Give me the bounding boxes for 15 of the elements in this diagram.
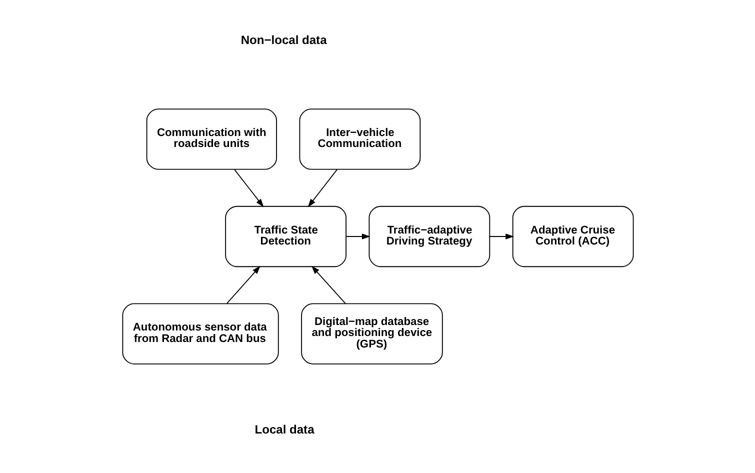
arrow — [488, 234, 514, 240]
node-box: Traffic State Detection — [224, 206, 346, 268]
node-box: Autonomous sensor data from Radar and CAN bus — [122, 303, 278, 364]
label: Non−local data — [240, 33, 326, 48]
arrow — [310, 266, 346, 304]
node-box: Digital−map database and positioning device (GPS) — [300, 303, 442, 364]
node-box: Inter−vehicle Communication — [298, 108, 420, 170]
arrow — [307, 169, 338, 208]
arrow — [226, 266, 260, 304]
label: Local data — [254, 422, 314, 436]
arrow — [234, 169, 264, 208]
node-box: Communication with roadside units — [146, 108, 276, 170]
node-box: Adaptive Cruise Control (ACC) — [512, 206, 634, 268]
node-box: Traffic−adaptive Driving Strategy — [368, 206, 490, 268]
arrow — [345, 234, 370, 240]
